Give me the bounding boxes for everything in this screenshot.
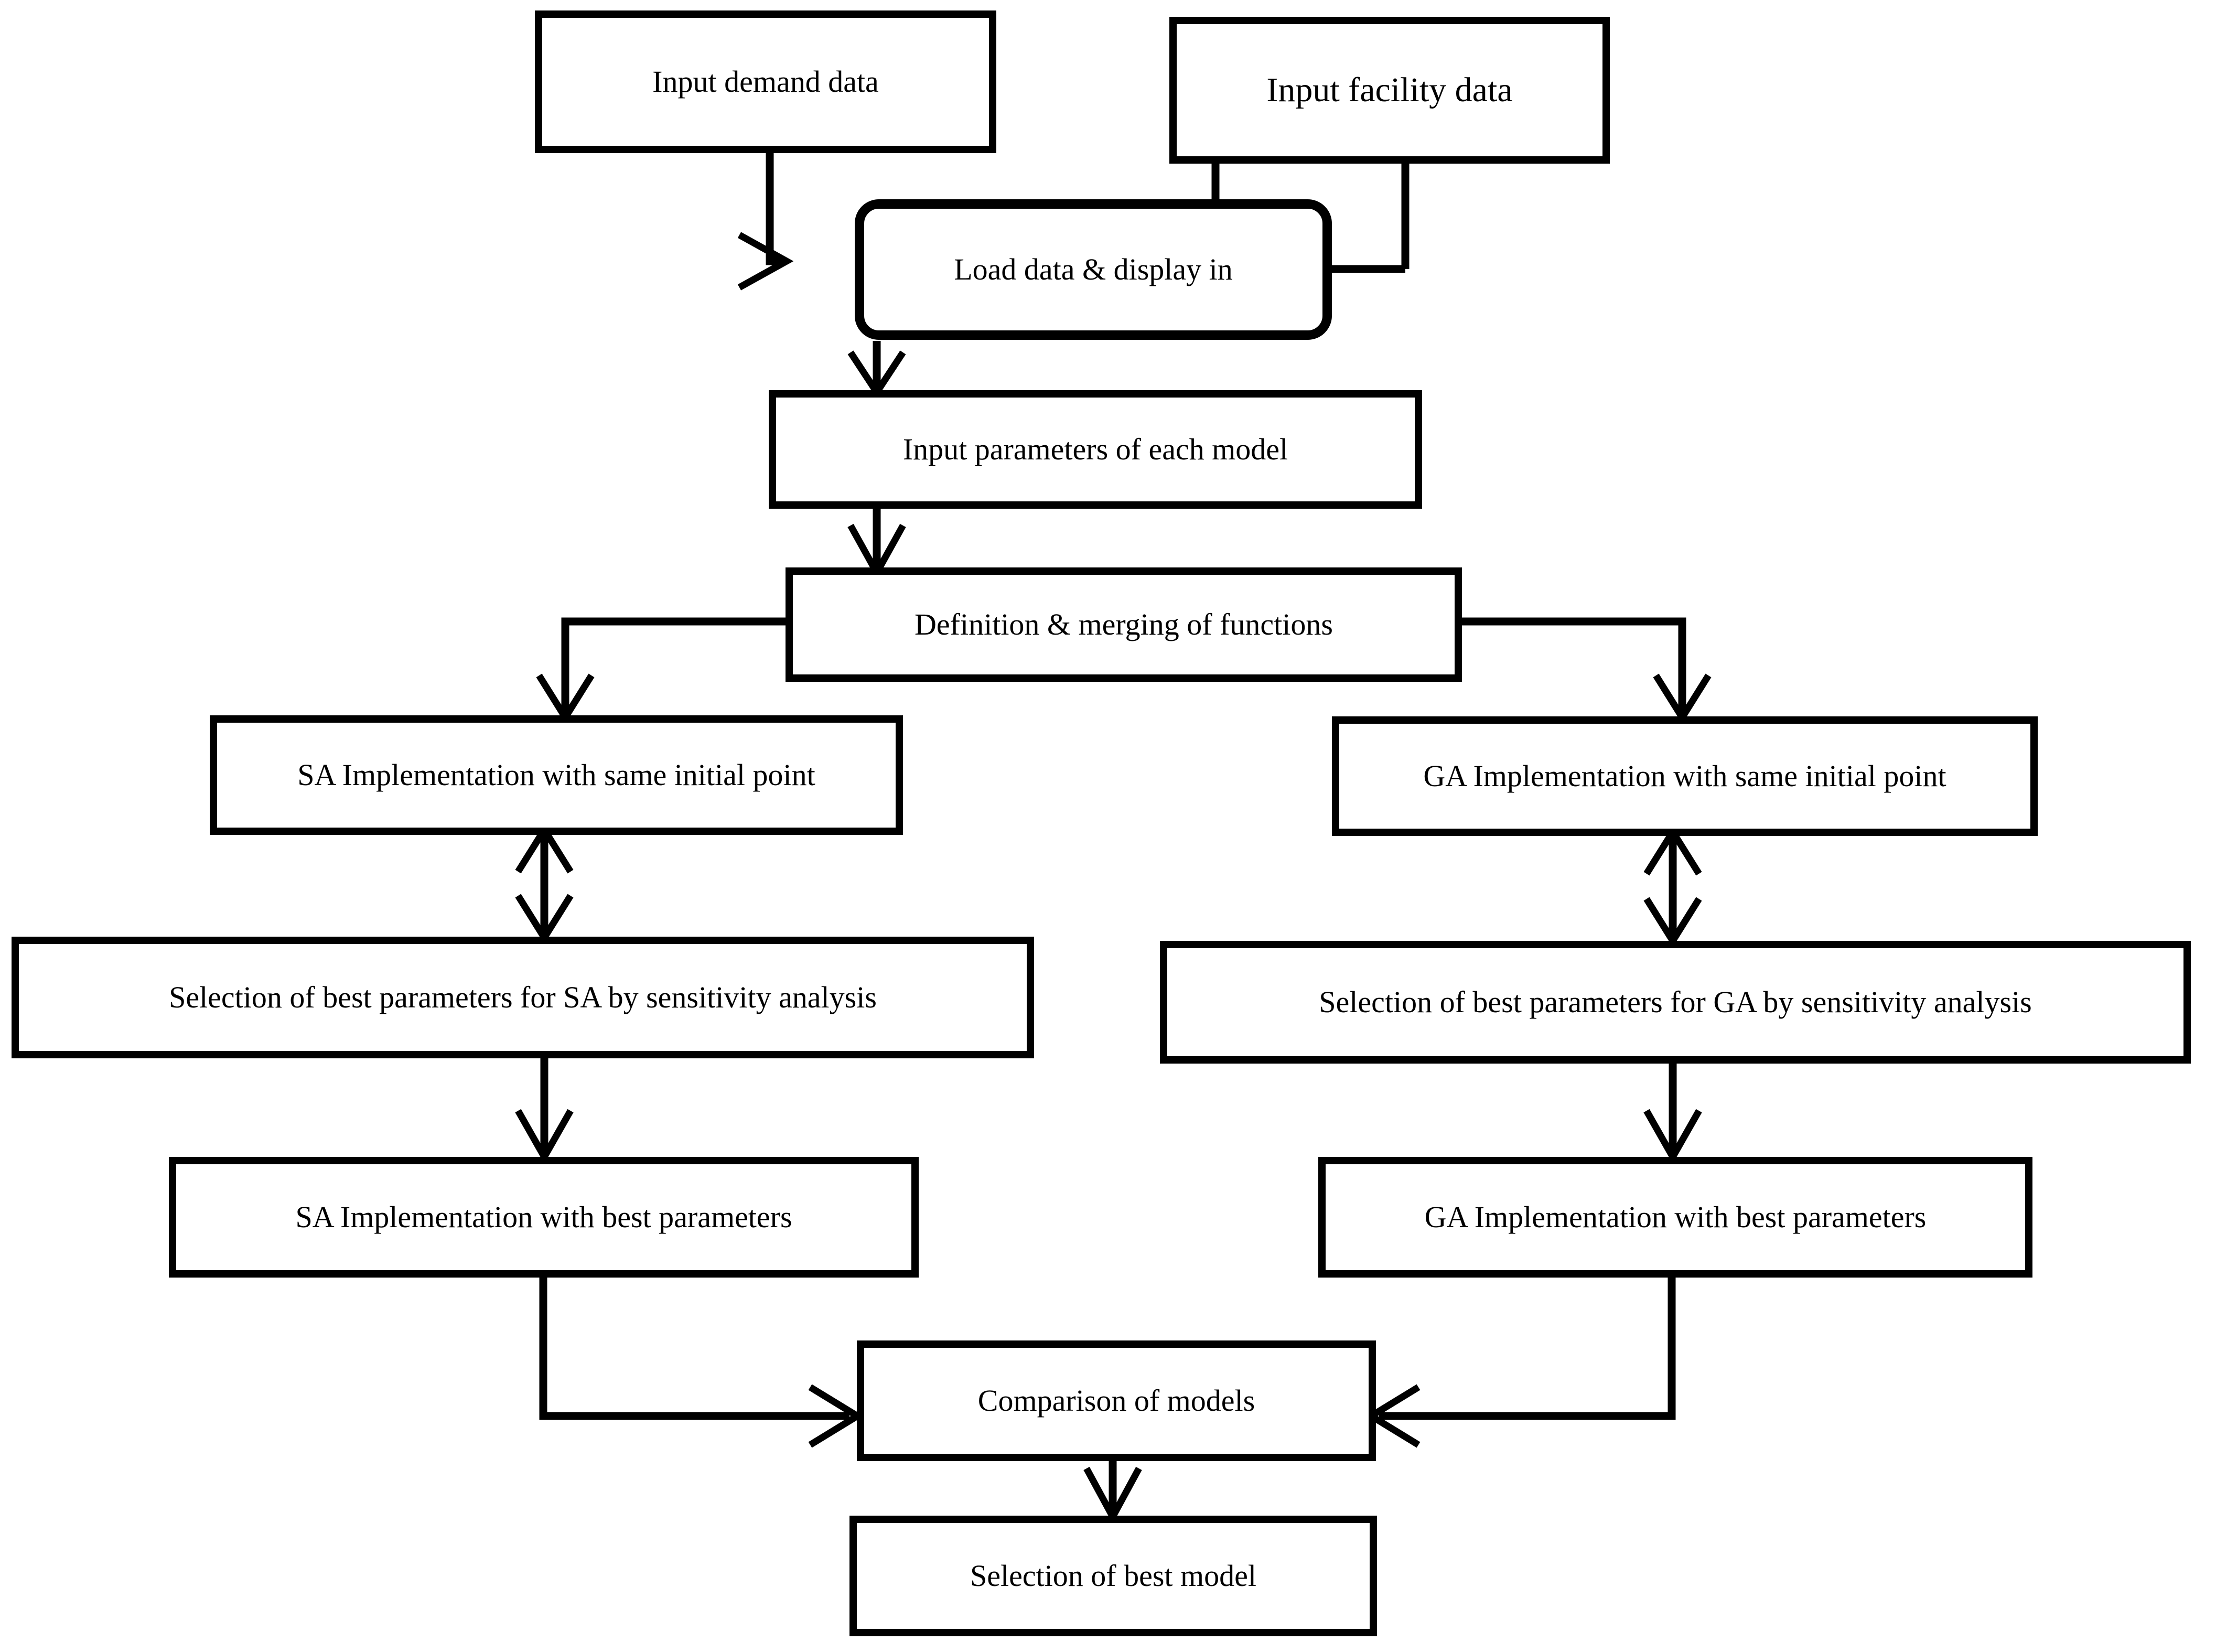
edge-load-to-parameters xyxy=(847,341,906,399)
edge-demand-to-load xyxy=(737,152,794,291)
node-label: GA Implementation with same initial poin… xyxy=(1423,758,1946,793)
edge-parameters-to-definition xyxy=(847,509,906,580)
edge-sa-best-to-comparison xyxy=(539,1278,864,1448)
node-comparison-of-models[interactable]: Comparison of models xyxy=(857,1340,1376,1461)
edge-definition-to-ga-initial xyxy=(1462,617,1712,724)
node-label: Definition & merging of functions xyxy=(915,607,1333,641)
node-label: Load data & display in xyxy=(954,252,1233,286)
node-label: Selection of best model xyxy=(970,1558,1257,1593)
node-input-demand-data[interactable]: Input demand data xyxy=(535,10,996,153)
node-label: Selection of best parameters for SA by s… xyxy=(169,980,877,1014)
node-sa-best-parameters-selection[interactable]: Selection of best parameters for SA by s… xyxy=(12,937,1034,1058)
node-label: SA Implementation with same initial poin… xyxy=(297,757,815,792)
node-sa-initial-point[interactable]: SA Implementation with same initial poin… xyxy=(210,715,903,835)
edge-comparison-to-selection xyxy=(1083,1461,1142,1524)
edge-ga-best-to-comparison xyxy=(1364,1278,1676,1448)
node-load-data-display[interactable]: Load data & display in xyxy=(855,199,1332,340)
node-ga-initial-point[interactable]: GA Implementation with same initial poin… xyxy=(1332,716,2038,836)
node-ga-best-parameters[interactable]: GA Implementation with best parameters xyxy=(1318,1157,2032,1278)
node-label: Comparison of models xyxy=(977,1383,1255,1418)
edge-sa-initial-to-sa-params xyxy=(515,823,574,945)
edge-sa-params-to-sa-best xyxy=(515,1058,574,1164)
edge-ga-initial-to-ga-params xyxy=(1643,825,1702,948)
node-label: Input facility data xyxy=(1266,71,1513,110)
edge-definition-to-sa-initial xyxy=(536,617,786,724)
node-definition-merging[interactable]: Definition & merging of functions xyxy=(786,567,1462,682)
node-input-facility-data[interactable]: Input facility data xyxy=(1169,17,1610,164)
node-label: Input parameters of each model xyxy=(902,432,1288,466)
node-label: SA Implementation with best parameters xyxy=(295,1199,792,1234)
node-label: GA Implementation with best parameters xyxy=(1424,1199,1927,1234)
node-ga-best-parameters-selection[interactable]: Selection of best parameters for GA by s… xyxy=(1160,941,2191,1064)
node-input-parameters[interactable]: Input parameters of each model xyxy=(769,390,1422,509)
node-selection-best-model[interactable]: Selection of best model xyxy=(849,1516,1377,1636)
edge-ga-params-to-ga-best xyxy=(1643,1064,1702,1164)
node-label: Selection of best parameters for GA by s… xyxy=(1319,984,2032,1019)
node-label: Input demand data xyxy=(652,64,879,99)
node-sa-best-parameters[interactable]: SA Implementation with best parameters xyxy=(169,1157,919,1278)
